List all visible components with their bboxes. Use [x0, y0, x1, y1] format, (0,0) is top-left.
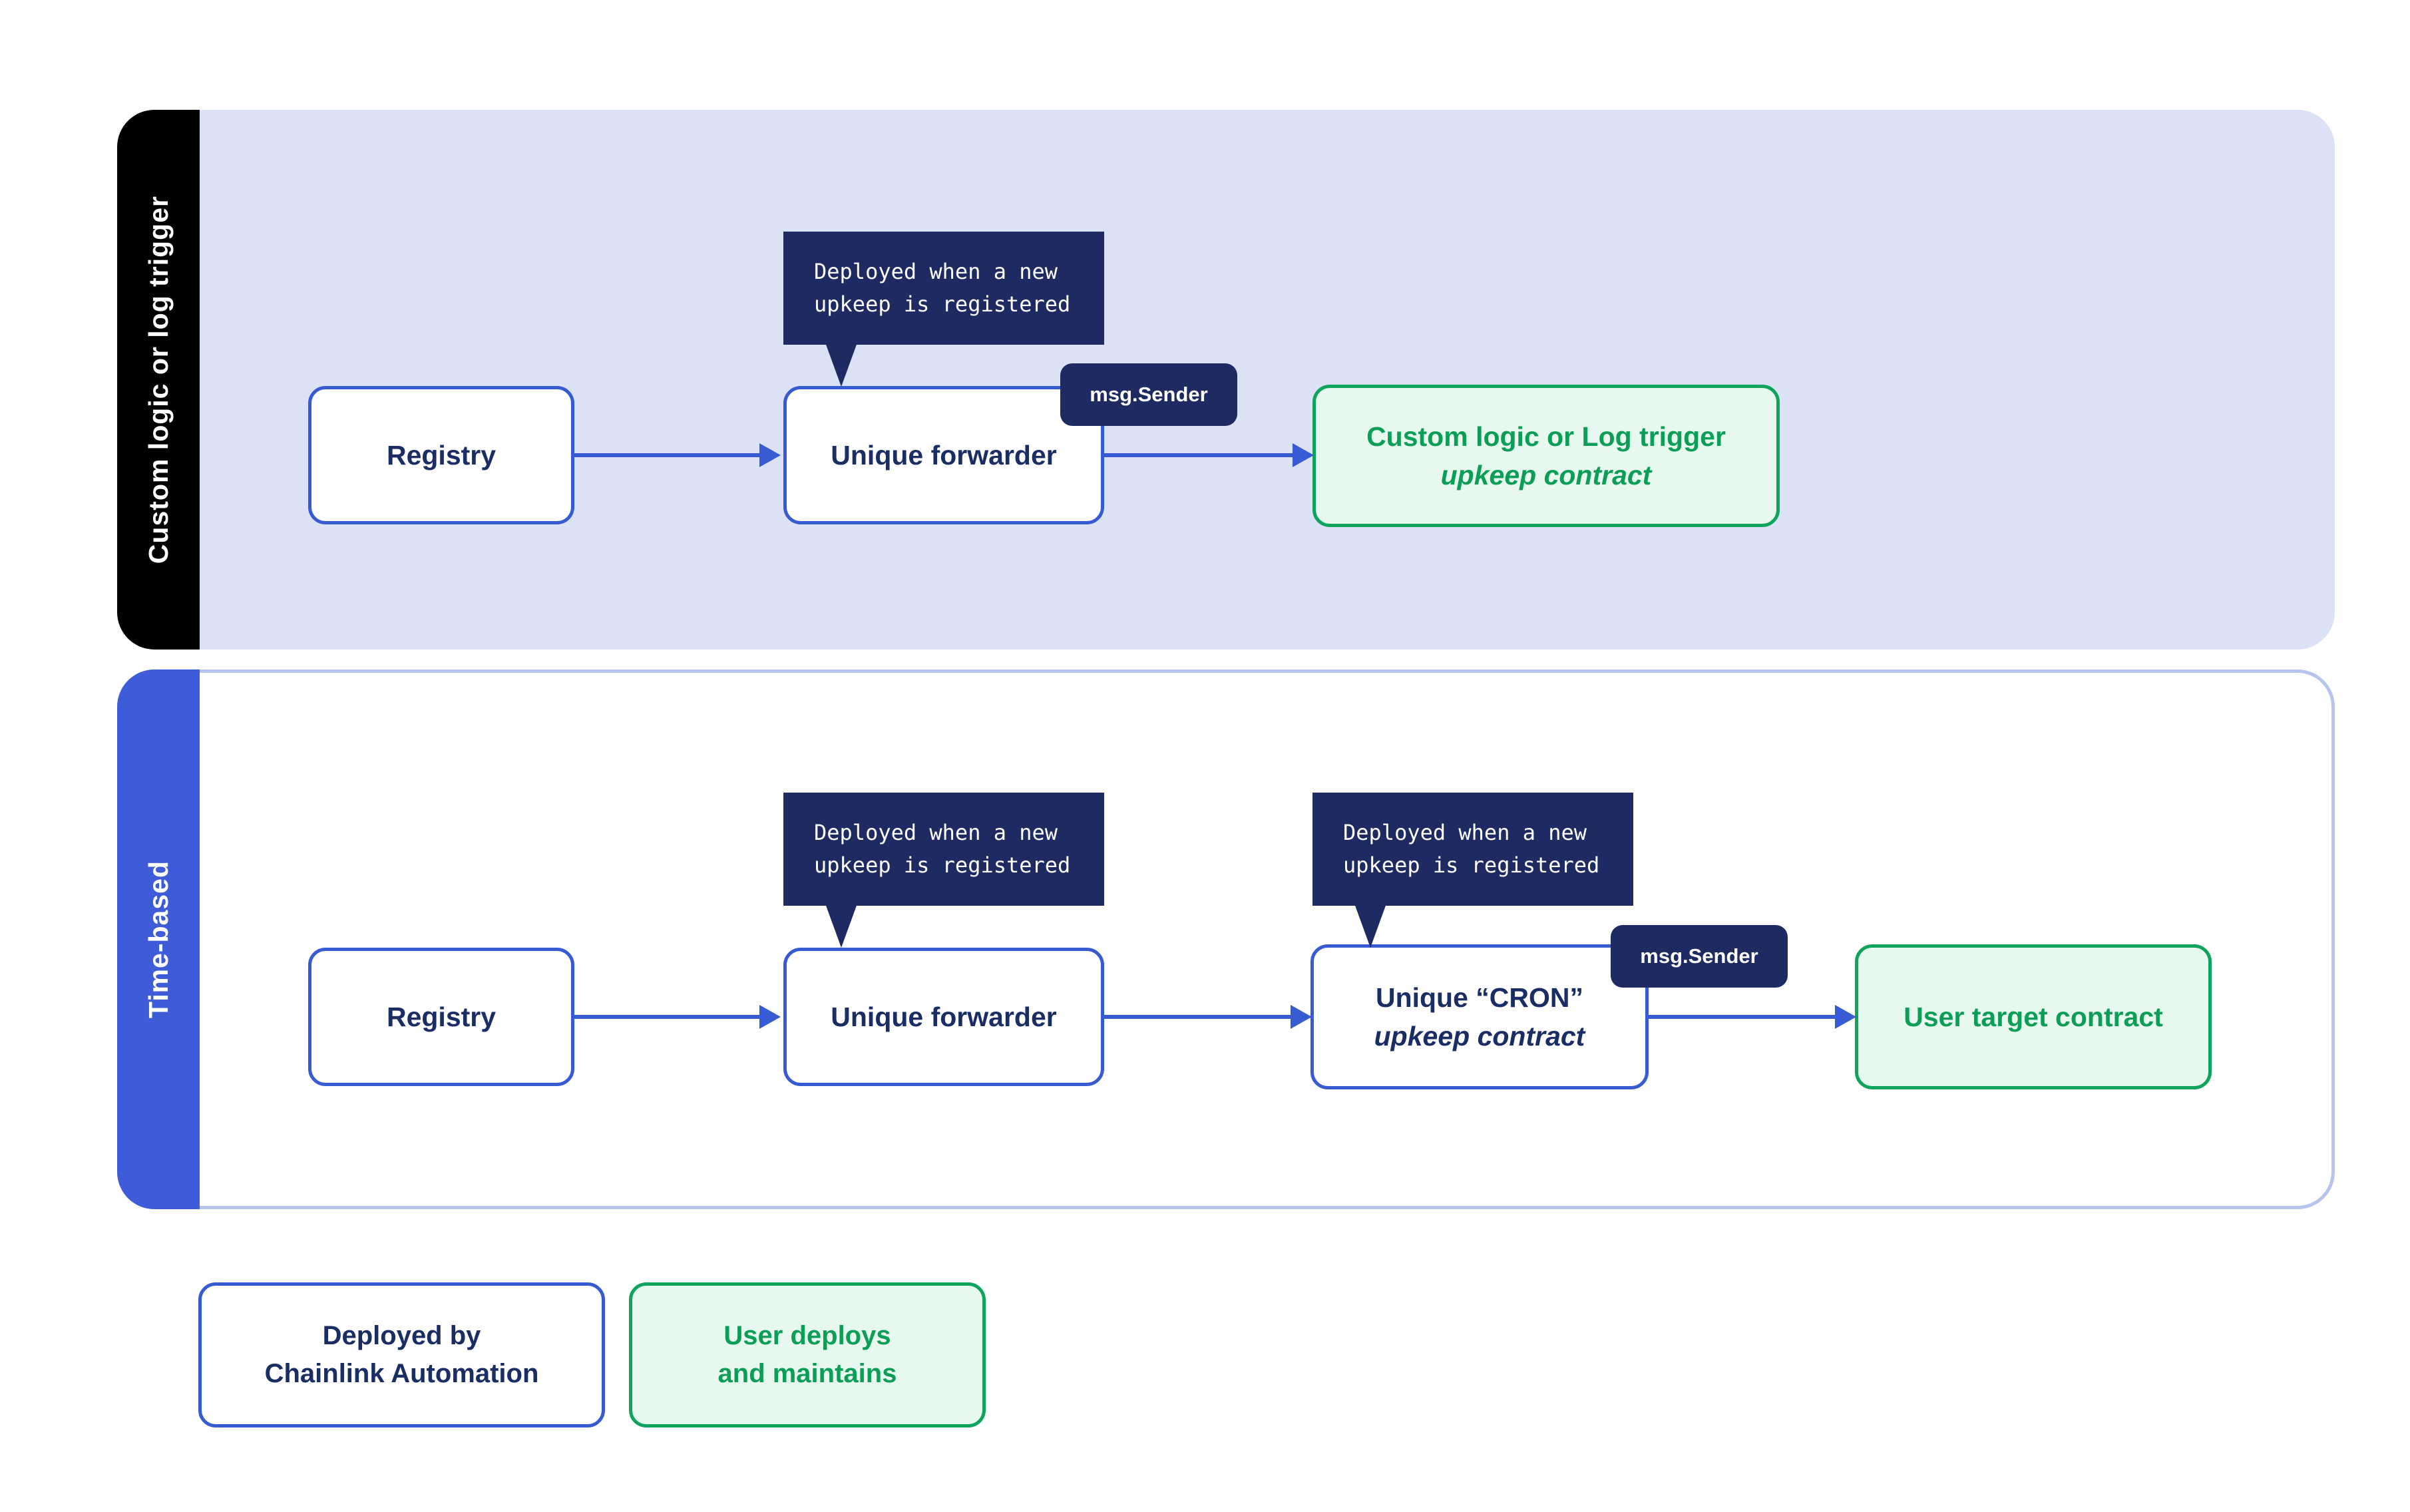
node-registry-custom-label: Registry — [386, 440, 497, 471]
node-registry-time: Registry — [308, 948, 574, 1086]
tooltip-tail-icon — [825, 343, 857, 387]
lane-time-based-label-bar: Time-based — [117, 669, 200, 1209]
tooltip-line: Deployed when a new — [814, 259, 1058, 284]
tooltip-tail-icon — [1354, 904, 1386, 948]
tooltip-line: upkeep is registered — [814, 291, 1071, 317]
arrow-head-icon — [1291, 1005, 1312, 1029]
badge-msg-sender-time: msg.Sender — [1611, 925, 1788, 988]
lane-time-based-label: Time-based — [142, 860, 174, 1019]
node-unique-forwarder-time-label: Unique forwarder — [831, 1002, 1057, 1032]
arrow-shaft — [1104, 453, 1297, 457]
legend-user-line2: and maintains — [717, 1359, 897, 1388]
lane-custom-logic-label-bar: Custom logic or log trigger — [117, 110, 200, 650]
tooltip-tail-icon — [825, 904, 857, 948]
legend-user-deploys: User deploys and maintains — [629, 1282, 986, 1427]
lane-custom-logic-label: Custom logic or log trigger — [142, 195, 174, 564]
node-cron-upkeep-contract: Unique “CRON” upkeep contract — [1310, 944, 1649, 1089]
badge-msg-sender-custom-label: msg.Sender — [1090, 383, 1208, 406]
arrow-shaft — [574, 1015, 763, 1019]
node-cron-upkeep-contract-line2: upkeep contract — [1374, 1021, 1585, 1051]
arrow-head-icon — [1293, 443, 1314, 467]
arrow-head-icon — [759, 1005, 781, 1029]
lane-time-based-panel — [117, 669, 2335, 1209]
arrow-shaft — [574, 453, 763, 457]
arrow-head-icon — [759, 443, 781, 467]
node-custom-upkeep-contract-line2: upkeep contract — [1440, 460, 1652, 490]
node-custom-upkeep-contract: Custom logic or Log trigger upkeep contr… — [1312, 385, 1780, 527]
badge-msg-sender-custom: msg.Sender — [1060, 363, 1237, 426]
tooltip-deployed-cron: Deployed when a new upkeep is registered — [1312, 793, 1633, 906]
arrow-head-icon — [1835, 1005, 1856, 1029]
tooltip-deployed-forwarder-time: Deployed when a new upkeep is registered — [783, 793, 1104, 906]
tooltip-line: Deployed when a new — [814, 820, 1058, 845]
legend-user-line1: User deploys — [723, 1321, 891, 1350]
node-user-target-contract-label: User target contract — [1904, 1002, 2163, 1032]
legend-deployed-by-chainlink: Deployed by Chainlink Automation — [198, 1282, 605, 1427]
legend-deployed-line2: Chainlink Automation — [264, 1359, 539, 1388]
node-registry-custom: Registry — [308, 386, 574, 524]
tooltip-line: upkeep is registered — [814, 852, 1071, 878]
node-cron-upkeep-contract-line1: Unique “CRON” — [1375, 982, 1584, 1013]
tooltip-deployed-custom: Deployed when a new upkeep is registered — [783, 232, 1104, 345]
node-unique-forwarder-custom-label: Unique forwarder — [831, 440, 1057, 471]
node-registry-time-label: Registry — [386, 1002, 497, 1032]
node-user-target-contract: User target contract — [1855, 944, 2212, 1089]
node-unique-forwarder-custom: Unique forwarder — [783, 386, 1104, 524]
tooltip-line: Deployed when a new — [1343, 820, 1587, 845]
node-unique-forwarder-time: Unique forwarder — [783, 948, 1104, 1086]
badge-msg-sender-time-label: msg.Sender — [1640, 944, 1758, 968]
arrow-shaft — [1104, 1015, 1295, 1019]
legend-deployed-line1: Deployed by — [322, 1321, 481, 1350]
tooltip-line: upkeep is registered — [1343, 852, 1600, 878]
node-custom-upkeep-contract-line1: Custom logic or Log trigger — [1366, 421, 1726, 452]
arrow-shaft — [1649, 1015, 1839, 1019]
